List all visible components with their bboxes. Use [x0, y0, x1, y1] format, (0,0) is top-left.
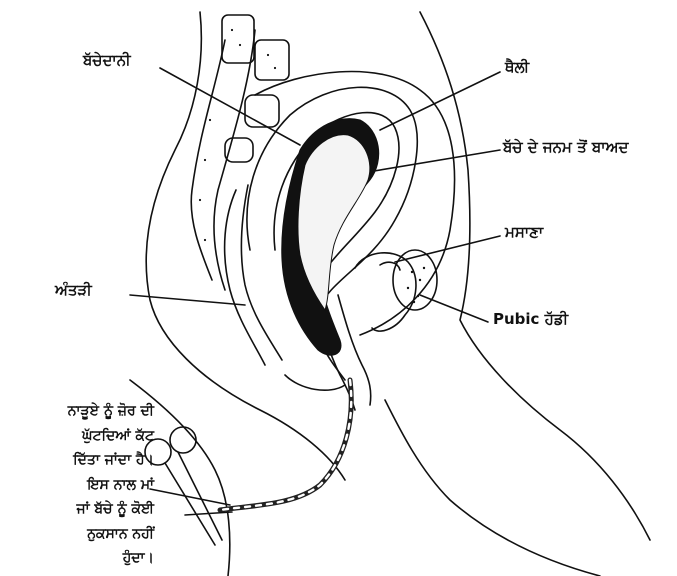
- label-uterus: ਬੱਚੇਦਾਨੀ: [83, 53, 131, 68]
- vaginal-canal-2: [338, 295, 371, 405]
- vertebra-2: [255, 40, 289, 80]
- sacrum: [191, 40, 225, 280]
- note-line: ਜਾਂ ਬੱਚੇ ਨੂੰ ਕੋਈ: [4, 497, 154, 522]
- cord-cutting-note: ਨਾੜੂਏ ਨੂੰ ਜ਼ੋਰ ਦੀ ਘੁੱਟਦਿਆਂ ਕੱਟ ਦਿੱਤਾ ਜਾਂ…: [4, 399, 154, 571]
- note-line: ਦਿੱਤਾ ਜਾਂਦਾ ਹੈ।: [4, 448, 154, 473]
- label-after-birth: ਬੱਚੇ ਦੇ ਜਨਮ ਤੋਂ ਬਾਅਦ: [503, 140, 628, 155]
- leader-sac: [380, 72, 500, 130]
- note-line: ਨਾੜੂਏ ਨੂੰ ਜ਼ੋਰ ਦੀ: [4, 399, 154, 424]
- scissors-ring-2: [170, 427, 196, 453]
- vertebra-3: [245, 95, 279, 127]
- note-line: ਇਸ ਨਾਲ ਮਾਂ: [4, 473, 154, 498]
- note-line: ਨੁਕਸਾਨ ਨਹੀਂ: [4, 522, 154, 547]
- label-intestine: ਅੰਤੜੀ: [55, 283, 92, 298]
- note-line: ਘੁੱਟਦਿਆਂ ਕੱਟ: [4, 424, 154, 449]
- sacrum-2: [214, 30, 255, 290]
- inner-thigh: [385, 400, 600, 576]
- bladder-outline: [355, 253, 416, 331]
- rectum: [225, 190, 265, 365]
- label-pubic-bone: Pubic ਹੱਡੀ: [493, 312, 568, 327]
- label-sac: ਥੈਲੀ: [505, 60, 529, 75]
- front-outline: [420, 12, 650, 540]
- label-bladder: ਮਸਾਣਾ: [505, 225, 543, 240]
- note-line: ਹੁੰਦਾ।: [4, 546, 154, 571]
- anus: [285, 375, 345, 390]
- vertebra-1: [222, 15, 254, 63]
- leader-pubic: [420, 295, 488, 322]
- leader-intestine: [130, 295, 245, 305]
